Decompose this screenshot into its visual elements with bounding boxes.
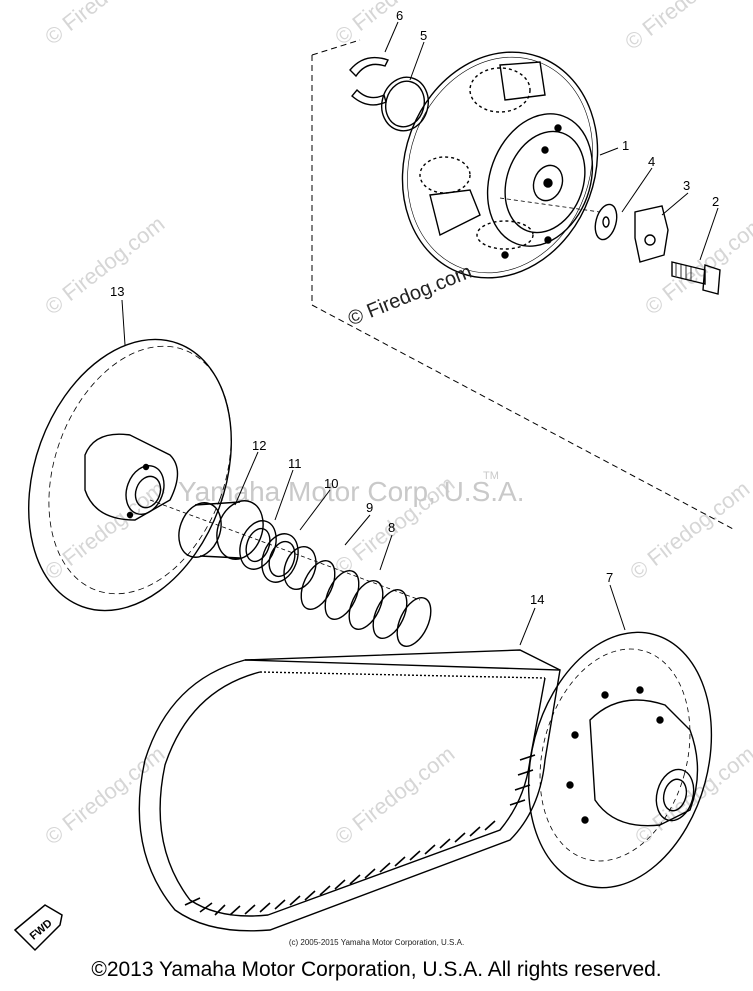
washer-part-4 (594, 203, 618, 241)
callout-14: 14 (530, 592, 544, 607)
callout-5: 5 (420, 28, 427, 43)
slider-part-10 (261, 533, 299, 583)
movable-sheave-part-7 (527, 631, 713, 889)
callout-10: 10 (324, 476, 338, 491)
secondary-sheave-part-13 (27, 338, 233, 612)
seat-part-9 (283, 545, 317, 591)
inset-frame (311, 39, 736, 531)
callout-6: 6 (396, 8, 403, 23)
callout-7: 7 (606, 570, 613, 585)
callout-2: 2 (712, 194, 719, 209)
lock-plate-part-3 (634, 205, 669, 263)
callout-4: 4 (648, 154, 655, 169)
callout-12: 12 (252, 438, 266, 453)
footer-copyright-small: (c) 2005-2015 Yamaha Motor Corporation, … (288, 938, 465, 947)
callout-13: 13 (110, 284, 124, 299)
forward-arrow (13, 904, 63, 952)
leader-lines (121, 21, 719, 646)
bolt-part-2 (671, 261, 721, 295)
drive-belt-part-14 (138, 649, 561, 932)
primary-sheave-part-1 (401, 51, 599, 279)
callout-9: 9 (366, 500, 373, 515)
footer-copyright-main: ©2013 Yamaha Motor Corporation, U.S.A. A… (91, 958, 662, 981)
collar-part-12 (178, 500, 264, 560)
callout-11: 11 (288, 456, 302, 471)
callout-8: 8 (388, 520, 395, 535)
callout-numbers: 1 2 3 4 5 6 7 8 9 10 11 12 13 14 FWD (28, 8, 719, 943)
callout-3: 3 (683, 178, 690, 193)
split-collar-part-6 (349, 56, 389, 106)
callout-1: 1 (622, 138, 629, 153)
spring-part-8 (300, 560, 432, 647)
cam-part-11 (239, 520, 277, 570)
axis-line-inset (499, 197, 601, 213)
trademark-mark: TM (483, 470, 499, 482)
circlip-part-5 (381, 76, 429, 132)
axis-line-secondary (149, 499, 421, 601)
